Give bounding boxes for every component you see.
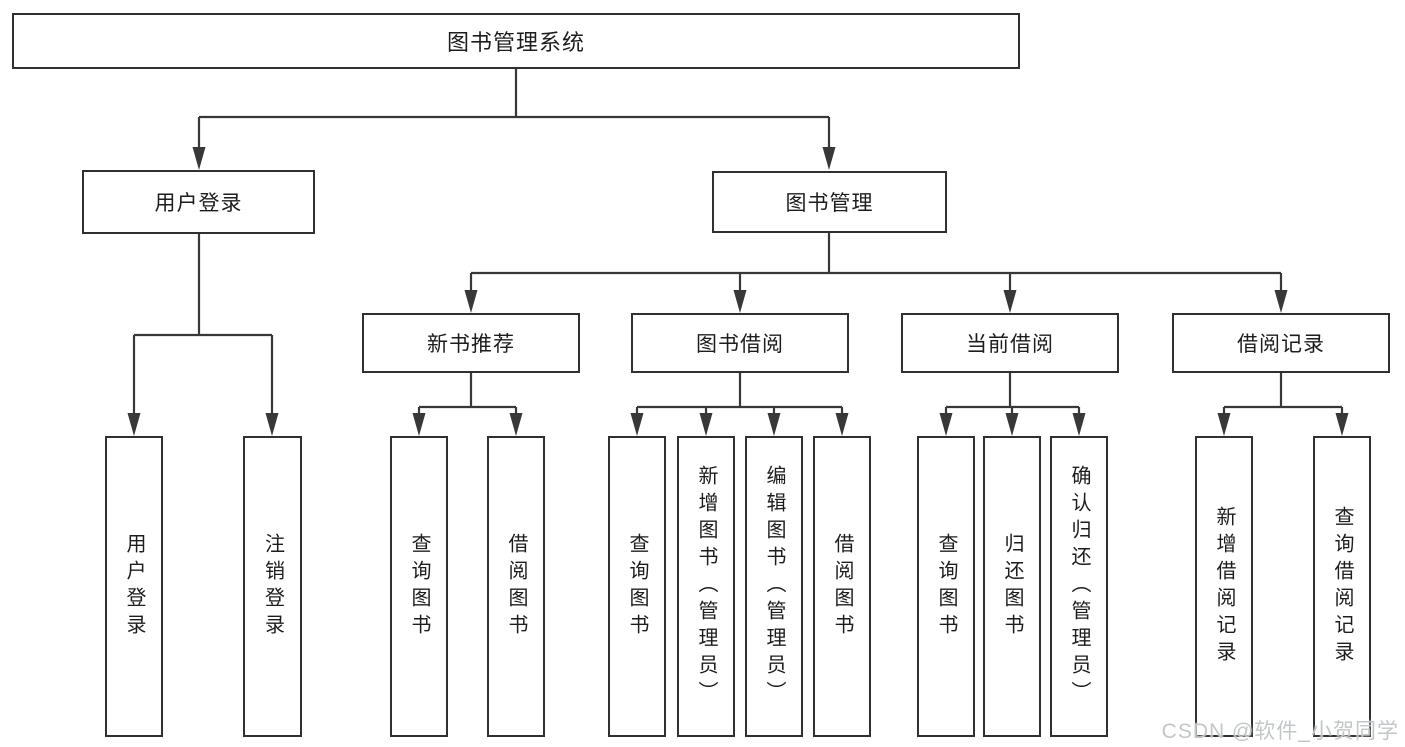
leaf-bb-add-books-admin: 新增图书（管理员） bbox=[677, 436, 735, 737]
node-current-borrowing: 当前借阅 bbox=[901, 313, 1119, 373]
node-user-login: 用户登录 bbox=[82, 170, 315, 234]
leaf-logout: 注销登录 bbox=[243, 436, 302, 737]
leaf-nb-borrow-books: 借阅图书 bbox=[487, 436, 545, 737]
node-new-book-recommend: 新书推荐 bbox=[362, 313, 580, 373]
node-borrowing-records: 借阅记录 bbox=[1172, 313, 1390, 373]
leaf-br-query-record: 查询借阅记录 bbox=[1313, 436, 1371, 737]
leaf-cb-query-books: 查询图书 bbox=[917, 436, 975, 737]
leaf-bb-query-books: 查询图书 bbox=[608, 436, 666, 737]
leaf-nb-query-books: 查询图书 bbox=[390, 436, 448, 737]
leaf-user-login: 用户登录 bbox=[105, 436, 163, 737]
leaf-br-add-record: 新增借阅记录 bbox=[1195, 436, 1253, 737]
node-book-management: 图书管理 bbox=[712, 171, 947, 233]
watermark-text: CSDN @软件_小贺同学 bbox=[1161, 720, 1399, 743]
node-system-root: 图书管理系统 bbox=[12, 13, 1020, 69]
leaf-cb-confirm-return-admin: 确认归还（管理员） bbox=[1050, 436, 1108, 737]
leaf-bb-edit-books-admin: 编辑图书（管理员） bbox=[745, 436, 803, 737]
node-book-borrowing: 图书借阅 bbox=[631, 313, 849, 373]
leaf-bb-borrow-books: 借阅图书 bbox=[813, 436, 871, 737]
leaf-cb-return-books: 归还图书 bbox=[983, 436, 1041, 737]
